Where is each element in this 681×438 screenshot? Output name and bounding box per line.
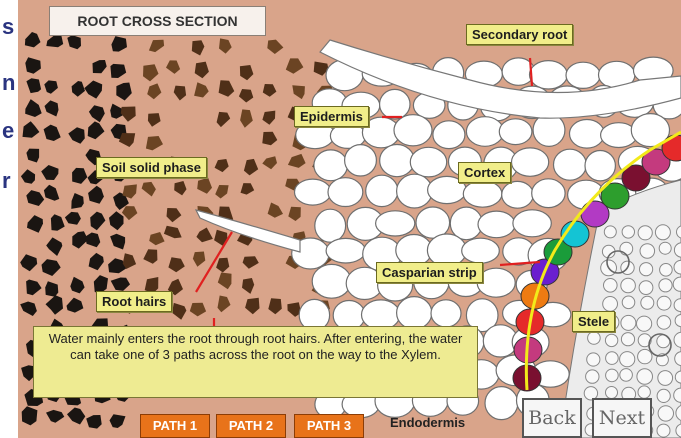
stele-cell	[660, 264, 673, 277]
cortex-cell	[499, 119, 532, 145]
cortex-cell	[315, 209, 346, 242]
stele-cell	[638, 386, 650, 398]
stele-cell	[638, 226, 652, 240]
cortex-cell	[530, 61, 568, 89]
stele-cell	[586, 370, 599, 383]
cortex-cell	[380, 89, 410, 119]
cortex-cell	[397, 174, 433, 208]
stele-cell	[659, 242, 671, 254]
cortex-cell	[513, 210, 551, 237]
stele-cell	[621, 278, 636, 293]
stele-label: Stele	[572, 311, 615, 332]
root-hairs-label: Root hairs	[96, 291, 172, 312]
stele-cell	[604, 226, 616, 238]
margin-letter: s	[2, 14, 14, 40]
stele-cell	[657, 389, 670, 402]
epidermis-label: Epidermis	[294, 106, 369, 127]
cortex-cell	[511, 148, 548, 176]
stele-cell	[638, 349, 652, 363]
margin-letter: r	[2, 168, 11, 194]
cortex-cell	[380, 145, 415, 177]
stele-cell	[605, 334, 617, 346]
stele-cell	[620, 352, 635, 367]
cortex-cell	[431, 300, 461, 327]
cortex-cell	[326, 238, 365, 263]
stele-cell	[606, 369, 619, 382]
stele-cell	[640, 263, 653, 276]
cortex-cell	[485, 387, 518, 420]
cortex-cell	[477, 268, 515, 297]
stele-cell	[658, 371, 673, 386]
stele-cell	[621, 333, 634, 346]
path-1-button[interactable]: PATH 1	[140, 414, 210, 438]
stele-cell	[588, 332, 601, 345]
secondary-root-label: Secondary root	[466, 24, 573, 45]
stele-cell	[604, 279, 618, 293]
path-2-button[interactable]: PATH 2	[216, 414, 286, 438]
stele-cell	[639, 281, 653, 295]
cortex-cell	[312, 264, 351, 298]
cortex-cell	[570, 120, 605, 149]
cortex-cell	[345, 145, 377, 176]
stele-cell	[640, 244, 655, 259]
stele-cell	[657, 316, 671, 330]
stele-cell	[637, 316, 652, 331]
cortex-cell	[397, 297, 432, 330]
cortex-cell	[466, 117, 503, 147]
stele-cell	[620, 242, 633, 255]
cortex-cell	[295, 179, 331, 205]
endodermis-label: Endodermis	[390, 415, 465, 430]
stele-cell	[620, 369, 633, 382]
cortex-cell	[314, 150, 348, 181]
cortex-cell	[463, 181, 502, 208]
stele-cell	[641, 296, 654, 309]
stele-cell	[658, 406, 673, 421]
stele-cell	[606, 387, 618, 399]
stele-cell	[655, 225, 670, 240]
path-3-button[interactable]: PATH 3	[294, 414, 364, 438]
cortex-cell	[376, 211, 415, 236]
page-title: ROOT CROSS SECTION	[49, 6, 266, 36]
next-button[interactable]: Next	[592, 398, 652, 438]
cortex-cell	[410, 147, 446, 177]
stele-cell	[657, 424, 670, 437]
stele-cell	[621, 315, 636, 330]
back-button[interactable]: Back	[522, 398, 582, 438]
cortex-cell	[366, 175, 398, 206]
info-text-box: Water mainly enters the root through roo…	[33, 326, 478, 398]
stele-cell	[587, 353, 600, 366]
cortex-cell	[462, 238, 500, 263]
stele-cell	[622, 226, 634, 238]
stele-cell	[657, 296, 671, 310]
cortex-cell	[566, 62, 600, 88]
margin-letter: e	[2, 118, 14, 144]
cortex-cell	[328, 178, 363, 207]
cortex-label: Cortex	[458, 162, 511, 183]
cortex-cell	[433, 121, 465, 149]
stele-cell	[606, 352, 619, 365]
cortex-cell	[502, 181, 534, 208]
stele-cell	[603, 297, 618, 312]
cortex-cell	[532, 179, 565, 208]
stele-cell	[622, 296, 635, 309]
cortex-cell	[554, 149, 587, 180]
stele-cell	[637, 369, 653, 385]
stele-cell	[659, 279, 672, 292]
cortex-cell	[478, 211, 515, 238]
casparian-strip-label: Casparian strip	[376, 262, 483, 283]
margin-letter: n	[2, 70, 15, 96]
soil-solid-phase-label: Soil solid phase	[96, 157, 207, 178]
cortex-cell	[585, 151, 615, 181]
cortex-cell	[394, 115, 432, 146]
